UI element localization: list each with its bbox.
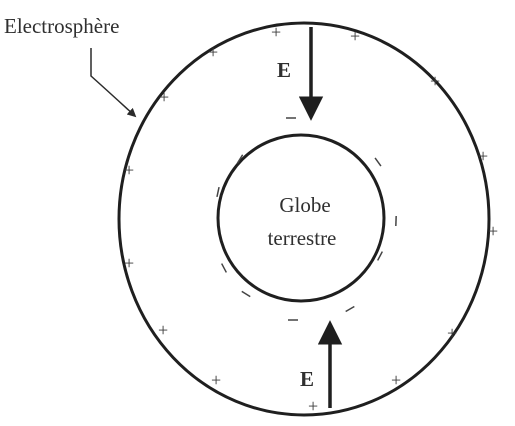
plus-sign-9: + — [124, 253, 134, 273]
plus-sign-14: + — [308, 396, 318, 416]
plus-sign-11: + — [447, 323, 457, 343]
plus-sign-6: + — [124, 160, 134, 180]
plus-sign-2: + — [271, 22, 281, 42]
minus-sign-10 — [376, 251, 384, 261]
inner-negative-charges — [216, 117, 397, 321]
plus-sign-5: + — [430, 71, 440, 91]
plus-sign-4: + — [159, 87, 169, 107]
globe-label-line2: terrestre — [268, 226, 337, 250]
electrosphere-label: Electrosphère — [4, 14, 119, 38]
minus-sign-4 — [220, 263, 228, 273]
outer-electrosphere-circle — [117, 21, 491, 417]
plus-sign-7: + — [478, 146, 488, 166]
outer-positive-charges: + + + + + + + + + + + + + + — [124, 22, 498, 416]
inner-globe-circle — [216, 133, 386, 303]
electrosphere-leader-arrow — [90, 48, 137, 118]
plus-sign-1: + — [208, 42, 218, 62]
minus-sign-3 — [216, 186, 220, 198]
field-label-top: E — [277, 58, 291, 82]
plus-sign-10: + — [158, 320, 168, 340]
minus-sign-7 — [345, 305, 355, 313]
plus-sign-3: + — [350, 26, 360, 46]
globe-label-line1: Globe — [279, 193, 330, 217]
minus-sign-5 — [241, 290, 251, 298]
minus-sign-2 — [236, 154, 244, 164]
plus-sign-12: + — [211, 370, 221, 390]
field-label-bottom: E — [300, 367, 314, 391]
minus-sign-8 — [374, 157, 382, 167]
plus-sign-13: + — [391, 370, 401, 390]
plus-sign-8: + — [488, 221, 498, 241]
